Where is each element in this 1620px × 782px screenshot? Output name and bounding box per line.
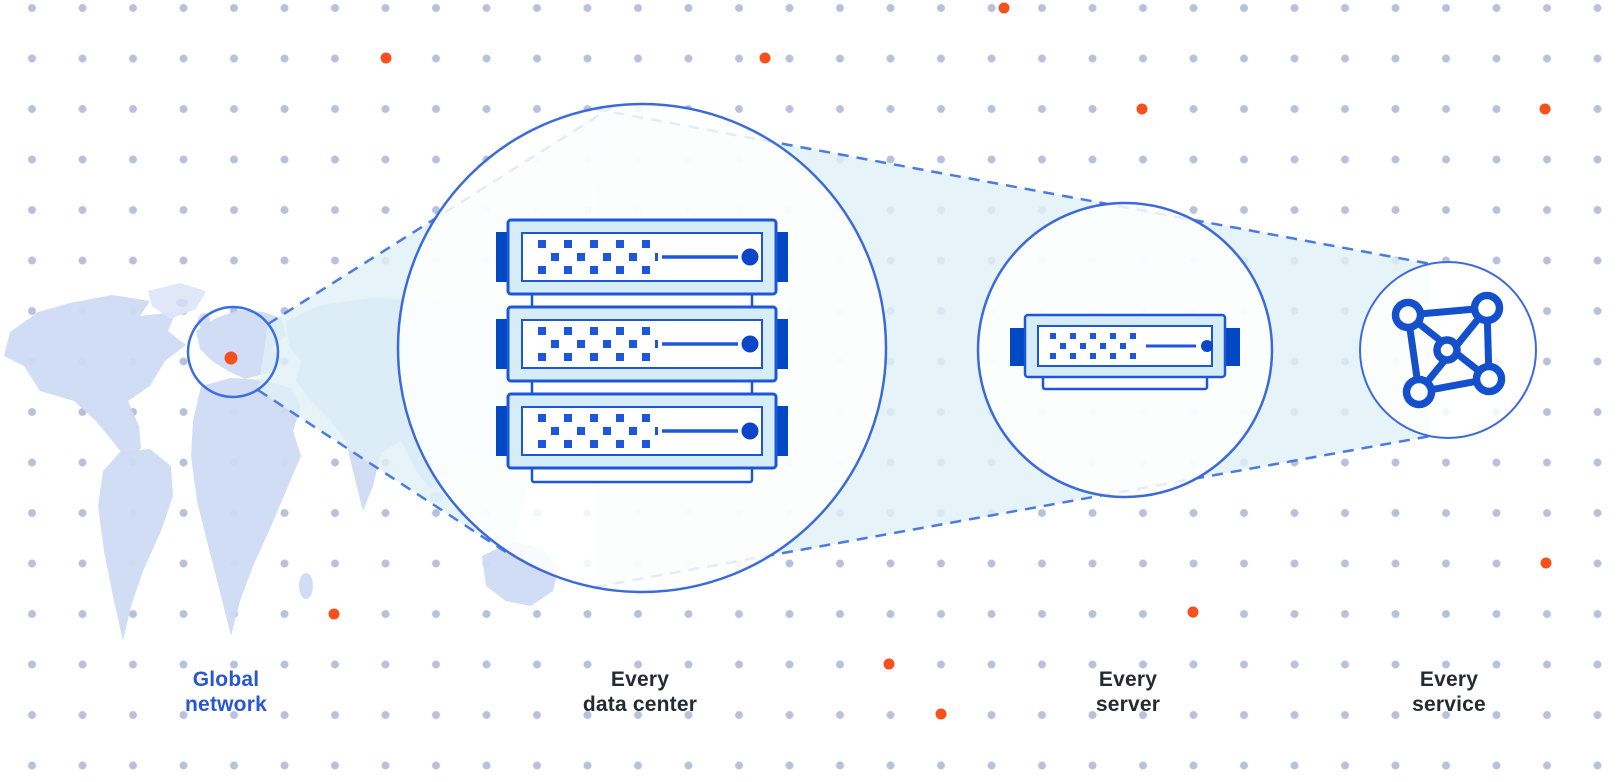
label-line: Global: [192, 668, 260, 691]
accent-dot: [1187, 606, 1199, 618]
label-line: server: [1095, 693, 1161, 716]
server-unit-icon: [1010, 313, 1240, 391]
africa-landmass: [191, 378, 301, 636]
mesh-node: [1402, 375, 1436, 409]
mesh-node: [1391, 298, 1425, 332]
server-led-matrix: [1050, 333, 1140, 359]
mesh-network-icon: [1391, 291, 1506, 409]
accent-dots: [328, 2, 1552, 720]
label-every-service: Every service: [1299, 667, 1599, 717]
dashed-guide-top-left: [267, 105, 613, 326]
mesh-node: [1470, 291, 1504, 325]
label-every-data-center: Every data center: [490, 667, 790, 717]
location-marker: [224, 351, 238, 365]
label-every-server: Every server: [978, 667, 1278, 717]
north-america-landmass: [4, 295, 186, 462]
south-america-landmass: [98, 449, 173, 641]
server-rack-icon: [494, 218, 790, 484]
label-line: Every: [1419, 668, 1479, 691]
label-global-network: Global network: [76, 667, 376, 717]
accent-dot: [1540, 557, 1552, 569]
server-unit-2: [494, 305, 790, 397]
mesh-center-node: [1433, 336, 1461, 364]
britain-island: [198, 313, 210, 329]
accent-dot: [1136, 103, 1148, 115]
accent-dot: [883, 658, 895, 670]
label-line: network: [185, 693, 267, 716]
iceland-island: [176, 299, 188, 307]
server-unit-3: [494, 392, 790, 484]
accent-dot: [380, 52, 392, 64]
map-zoom-circle: [186, 305, 280, 399]
accent-dot: [759, 52, 771, 64]
label-line: service: [1412, 693, 1486, 716]
label-line: Every: [610, 668, 670, 691]
server-power-dot: [1201, 340, 1213, 352]
label-line: data center: [582, 693, 698, 716]
accent-dot: [1539, 103, 1551, 115]
accent-dot: [998, 2, 1010, 14]
accent-dot: [328, 608, 340, 620]
madagascar-island: [299, 573, 313, 599]
mesh-node: [1472, 362, 1506, 396]
accent-dot: [935, 708, 947, 720]
dashed-guide-bottom-left: [257, 388, 513, 558]
server-unit-1: [494, 218, 790, 310]
label-line: Every: [1098, 668, 1158, 691]
